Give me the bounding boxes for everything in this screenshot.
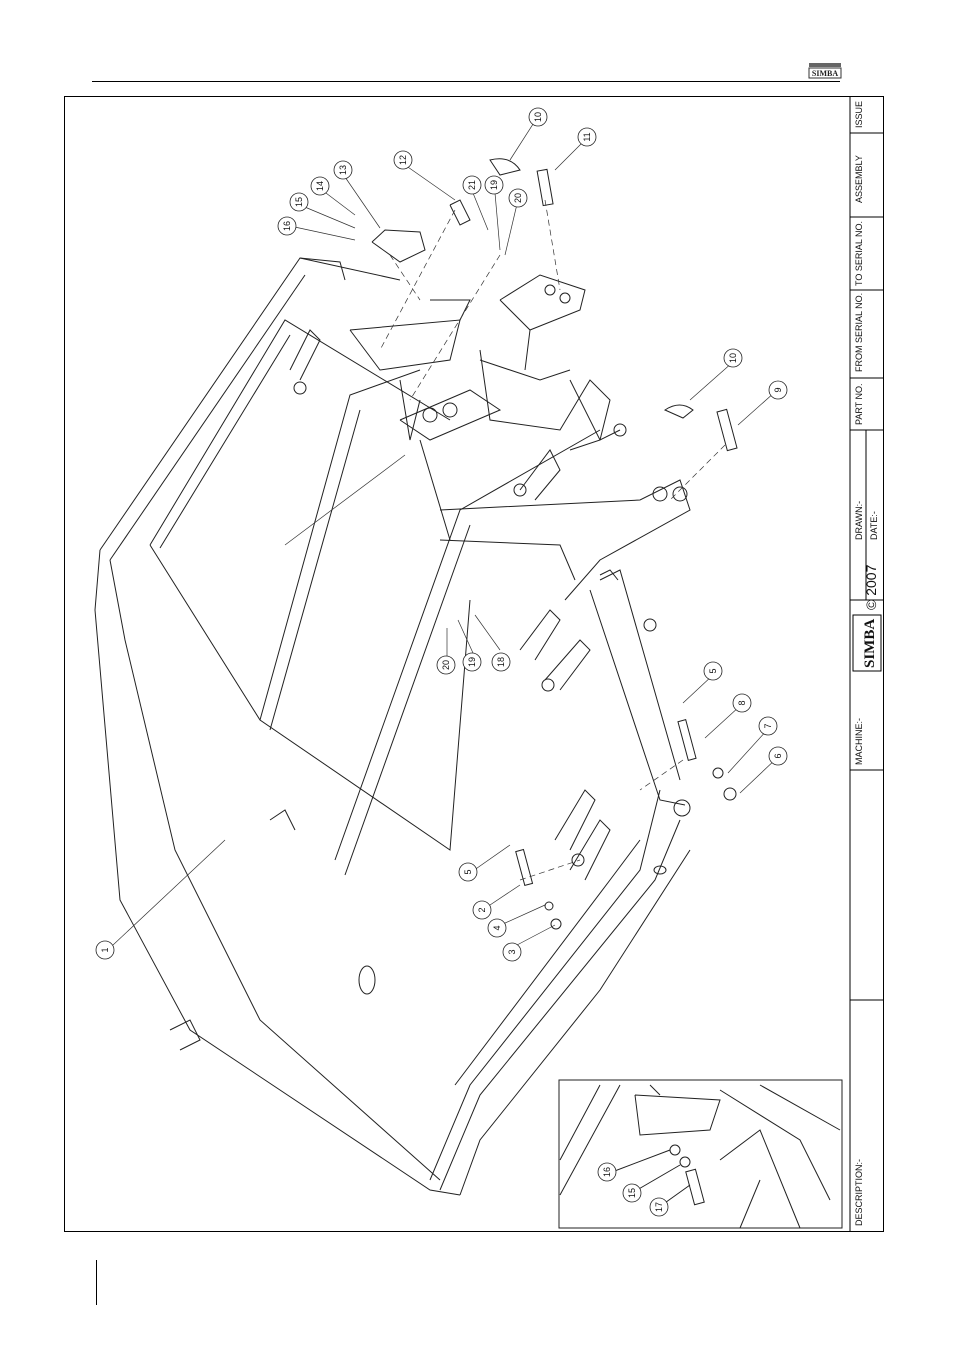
drawn-label: DRAWN:- <box>854 501 864 540</box>
detail-inset <box>559 1080 842 1228</box>
callout-7: 7 <box>763 723 773 728</box>
callout-20: 20 <box>441 660 451 670</box>
callout-11: 11 <box>582 132 592 141</box>
callout-9: 9 <box>773 387 783 392</box>
callout-5: 5 <box>708 668 718 673</box>
detail-callout-17: 17 <box>654 1202 664 1212</box>
callout-10: 10 <box>728 353 738 363</box>
assembly-dashed-lines <box>380 200 725 880</box>
callout-20: 20 <box>513 193 523 203</box>
svg-text:SIMBA: SIMBA <box>862 619 878 668</box>
copyright-label: © 2007 <box>863 564 879 610</box>
callout-19: 19 <box>489 180 499 190</box>
to-serial-label: TO SERIAL NO. <box>854 221 864 286</box>
detail-callout-16: 16 <box>602 1167 612 1177</box>
machine-label: MACHINE:- <box>854 718 864 765</box>
callout-6: 6 <box>773 753 783 758</box>
part-no-label: PART NO. <box>854 383 864 425</box>
callout-16: 16 <box>282 221 292 231</box>
from-serial-label: FROM SERIAL NO. <box>854 293 864 372</box>
callout-13: 13 <box>338 165 348 175</box>
callout-15: 15 <box>294 197 304 207</box>
callout-19: 19 <box>467 657 477 667</box>
frame-holes <box>294 285 690 994</box>
callout-12: 12 <box>398 155 408 165</box>
title-block-labels: ISSUE ASSEMBLY TO SERIAL NO. FROM SERIAL… <box>853 101 881 1226</box>
detail-callout-15: 15 <box>627 1188 637 1198</box>
callout-3: 3 <box>507 949 517 954</box>
callout-balloons: 1234556789101011121314151618191920202116… <box>96 108 787 1216</box>
date-label: DATE:- <box>869 511 879 540</box>
callout-5: 5 <box>463 869 473 874</box>
callout-14: 14 <box>315 181 325 191</box>
leader-lines <box>113 121 778 945</box>
issue-label: ISSUE <box>854 101 864 128</box>
callout-21: 21 <box>467 180 477 190</box>
exploded-parts <box>372 159 737 929</box>
callout-2: 2 <box>477 907 487 912</box>
callout-8: 8 <box>737 700 747 705</box>
simba-title-logo: SIMBA <box>853 615 881 671</box>
description-label: DESCRIPTION:- <box>854 1159 864 1226</box>
callout-18: 18 <box>496 657 506 667</box>
callout-1: 1 <box>100 947 110 952</box>
assembly-label: ASSEMBLY <box>854 155 864 203</box>
callout-10: 10 <box>533 112 543 122</box>
main-frame-linework <box>95 258 690 1195</box>
binding-margin-mark <box>96 1260 97 1305</box>
callout-4: 4 <box>492 925 502 930</box>
